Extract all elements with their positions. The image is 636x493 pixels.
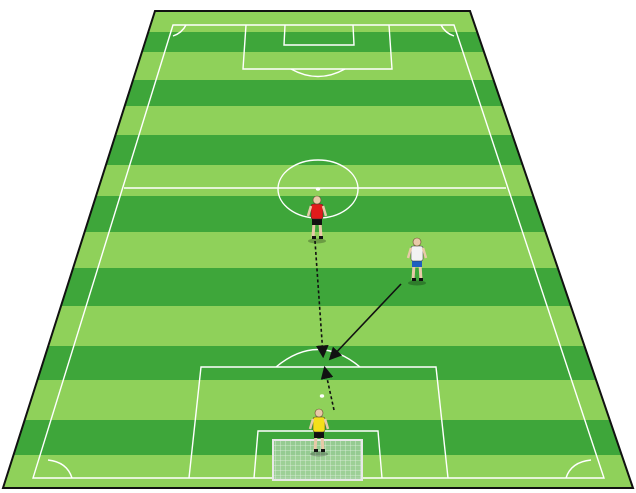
- player-boot: [321, 449, 325, 452]
- pitch-stripe: [0, 306, 636, 346]
- player-boot: [412, 278, 416, 281]
- player-boot: [319, 236, 323, 239]
- pitch-stripe: [0, 106, 636, 135]
- player-shadow: [308, 239, 326, 244]
- pitch-stripe: [0, 32, 636, 52]
- player-boot: [312, 236, 316, 239]
- goal: [273, 440, 362, 480]
- pitch-stripe: [0, 80, 636, 106]
- pitch-stripe: [0, 11, 636, 32]
- player-head: [313, 196, 321, 204]
- pitch-stripe: [0, 232, 636, 268]
- player-shirt: [411, 246, 423, 261]
- player-boot: [419, 278, 423, 281]
- penalty-spot: [321, 395, 324, 397]
- player-shirt: [311, 204, 323, 219]
- player-head: [413, 238, 421, 246]
- player-head: [315, 409, 323, 417]
- pitch-stripe: [0, 165, 636, 196]
- player-shadow: [310, 452, 328, 457]
- pitch-stripe: [0, 346, 636, 380]
- player-shadow: [408, 281, 426, 286]
- player-boot: [314, 449, 318, 452]
- player-shirt: [313, 417, 325, 432]
- centre-spot: [317, 188, 320, 190]
